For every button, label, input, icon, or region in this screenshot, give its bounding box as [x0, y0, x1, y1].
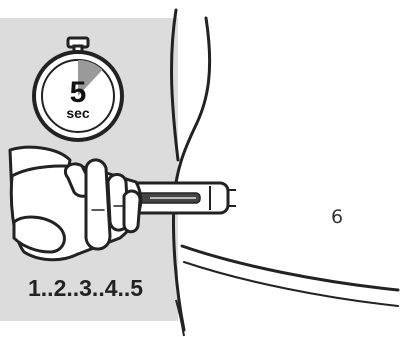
step-number: 6: [331, 206, 343, 228]
hand-icon: [10, 147, 141, 260]
count-label: 1..2..3..4..5: [28, 275, 143, 301]
timer-unit: sec: [50, 106, 106, 120]
timer-seconds: 5: [50, 78, 106, 108]
